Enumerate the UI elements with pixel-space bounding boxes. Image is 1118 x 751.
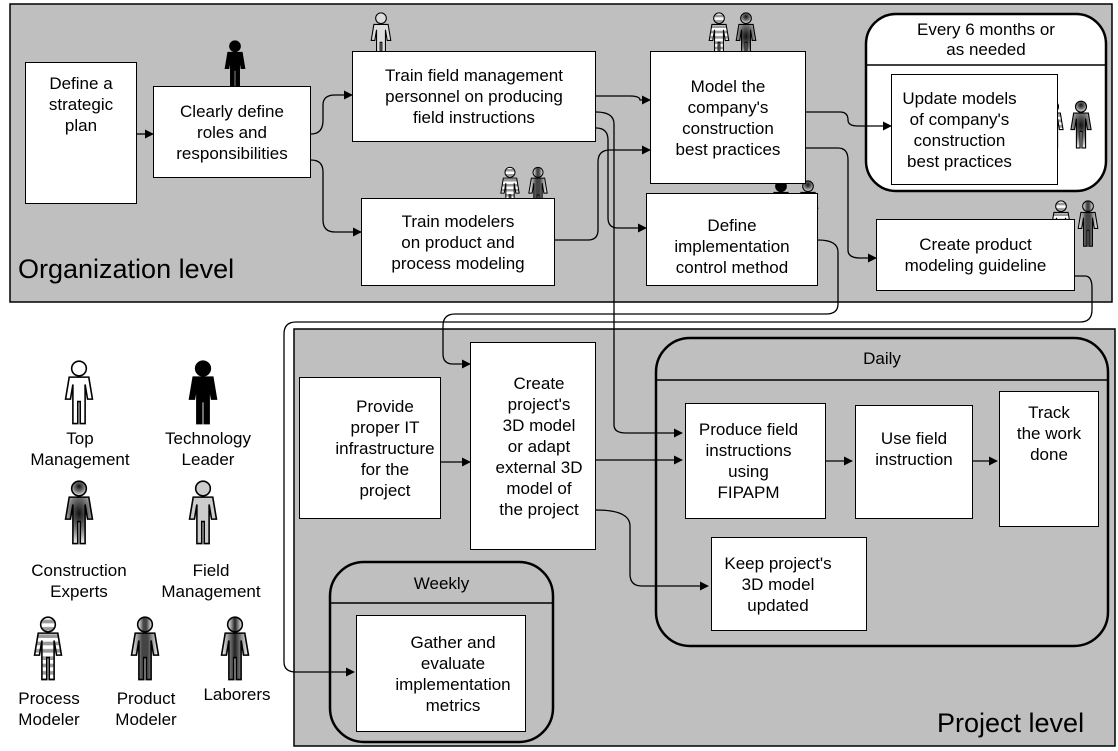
task-produce-instructions-label: Produce field instructions using FIPAPM [698,420,799,502]
task-gather-metrics-label: Gather and evaluate implementation metri… [395,632,511,715]
legend-process-modeler-label: Process Modeler [18,689,80,729]
task-roles: Clearly define roles and responsibilitie… [153,86,311,178]
arrow-roles-trainfield [310,90,353,135]
project-level-label: Project level [937,708,1085,738]
group-periodic-label: Every 6 months or as needed [917,20,1055,59]
task-strategic-plan-label: Define a strategic plan [48,74,114,135]
task-train-modelers-label: Train modelers on product and process mo… [391,211,525,273]
task-define-control: Define implementation control method [646,193,818,286]
legend-product-modeler-icon [130,616,160,681]
task-it-infrastructure-label: Provide proper IT infrastructure for the… [335,396,435,500]
task-model-practices: Model the company's construction best pr… [650,51,806,184]
task-define-control-label: Define implementation control method [674,216,790,277]
arrow-trainfield-produce [595,111,683,438]
legend-top-management-label: Top Management [30,429,130,469]
arrow-model-update [806,111,892,131]
legend-construction-experts-label: Construction Experts [31,561,127,601]
task-model-practices-label: Model the company's construction best pr… [675,76,781,159]
task-use-instruction-label: Use field instruction [875,429,953,469]
task-track-work-label: Track the work done [1016,403,1082,464]
legend-laborers-icon [220,616,250,681]
task-keep-3d: Keep project's 3D model updated [711,537,867,631]
legend-top-management-icon [64,360,94,425]
arrow-roles-trainmodelers [310,159,362,237]
arrow-model-guideline [806,147,877,263]
task-strategic-plan: Define a strategic plan [25,62,137,204]
arrow-create-keep [595,509,709,591]
group-weekly-label: Weekly [413,574,470,593]
legend-construction-experts-icon [64,480,94,545]
task-train-field-label: Train field management personnel on prod… [385,66,563,127]
legend-product-modeler-label: Product Modeler [115,689,177,729]
legend-field-management-label: Field Management [161,561,261,601]
organization-level-label: Organization level [18,254,235,284]
task-update-models: Update models of company's construction … [891,74,1058,185]
task-gather-metrics: Gather and evaluate implementation metri… [356,615,526,732]
arrow-guideline-weekly [283,275,1093,677]
legend-technology-leader-icon [188,360,218,425]
legend-process-modeler-icon [33,616,63,681]
task-it-infrastructure: Provide proper IT infrastructure for the… [299,377,441,519]
task-product-guideline: Create product modeling guideline [876,219,1075,291]
task-keep-3d-label: Keep project's 3D model updated [724,553,832,615]
task-use-instruction: Use field instruction [855,405,973,519]
task-create-3d-label: Create project's 3D model or adapt exter… [495,373,583,519]
task-track-work: Track the work done [999,391,1099,527]
task-train-field: Train field management personnel on prod… [352,51,596,142]
legend-technology-leader-label: Technology Leader [164,429,251,469]
task-roles-label: Clearly define roles and responsibilitie… [176,101,288,163]
arrow-control-create [442,239,839,369]
legend-icons [33,360,250,681]
task-train-modelers: Train modelers on product and process mo… [361,198,555,286]
task-product-guideline-label: Create product modeling guideline [904,235,1047,275]
group-daily-label: Daily [863,349,901,368]
legend-laborers-label: Laborers [203,685,271,704]
task-create-3d: Create project's 3D model or adapt exter… [470,342,596,550]
legend-field-management-icon [188,480,218,545]
arrow-trainmodelers-model [555,145,651,241]
task-produce-instructions: Produce field instructions using FIPAPM [685,403,826,519]
flow-connectors [137,90,1093,677]
task-update-models-label: Update models of company's construction … [902,88,1017,171]
arrow-trainfield-model [596,95,651,105]
